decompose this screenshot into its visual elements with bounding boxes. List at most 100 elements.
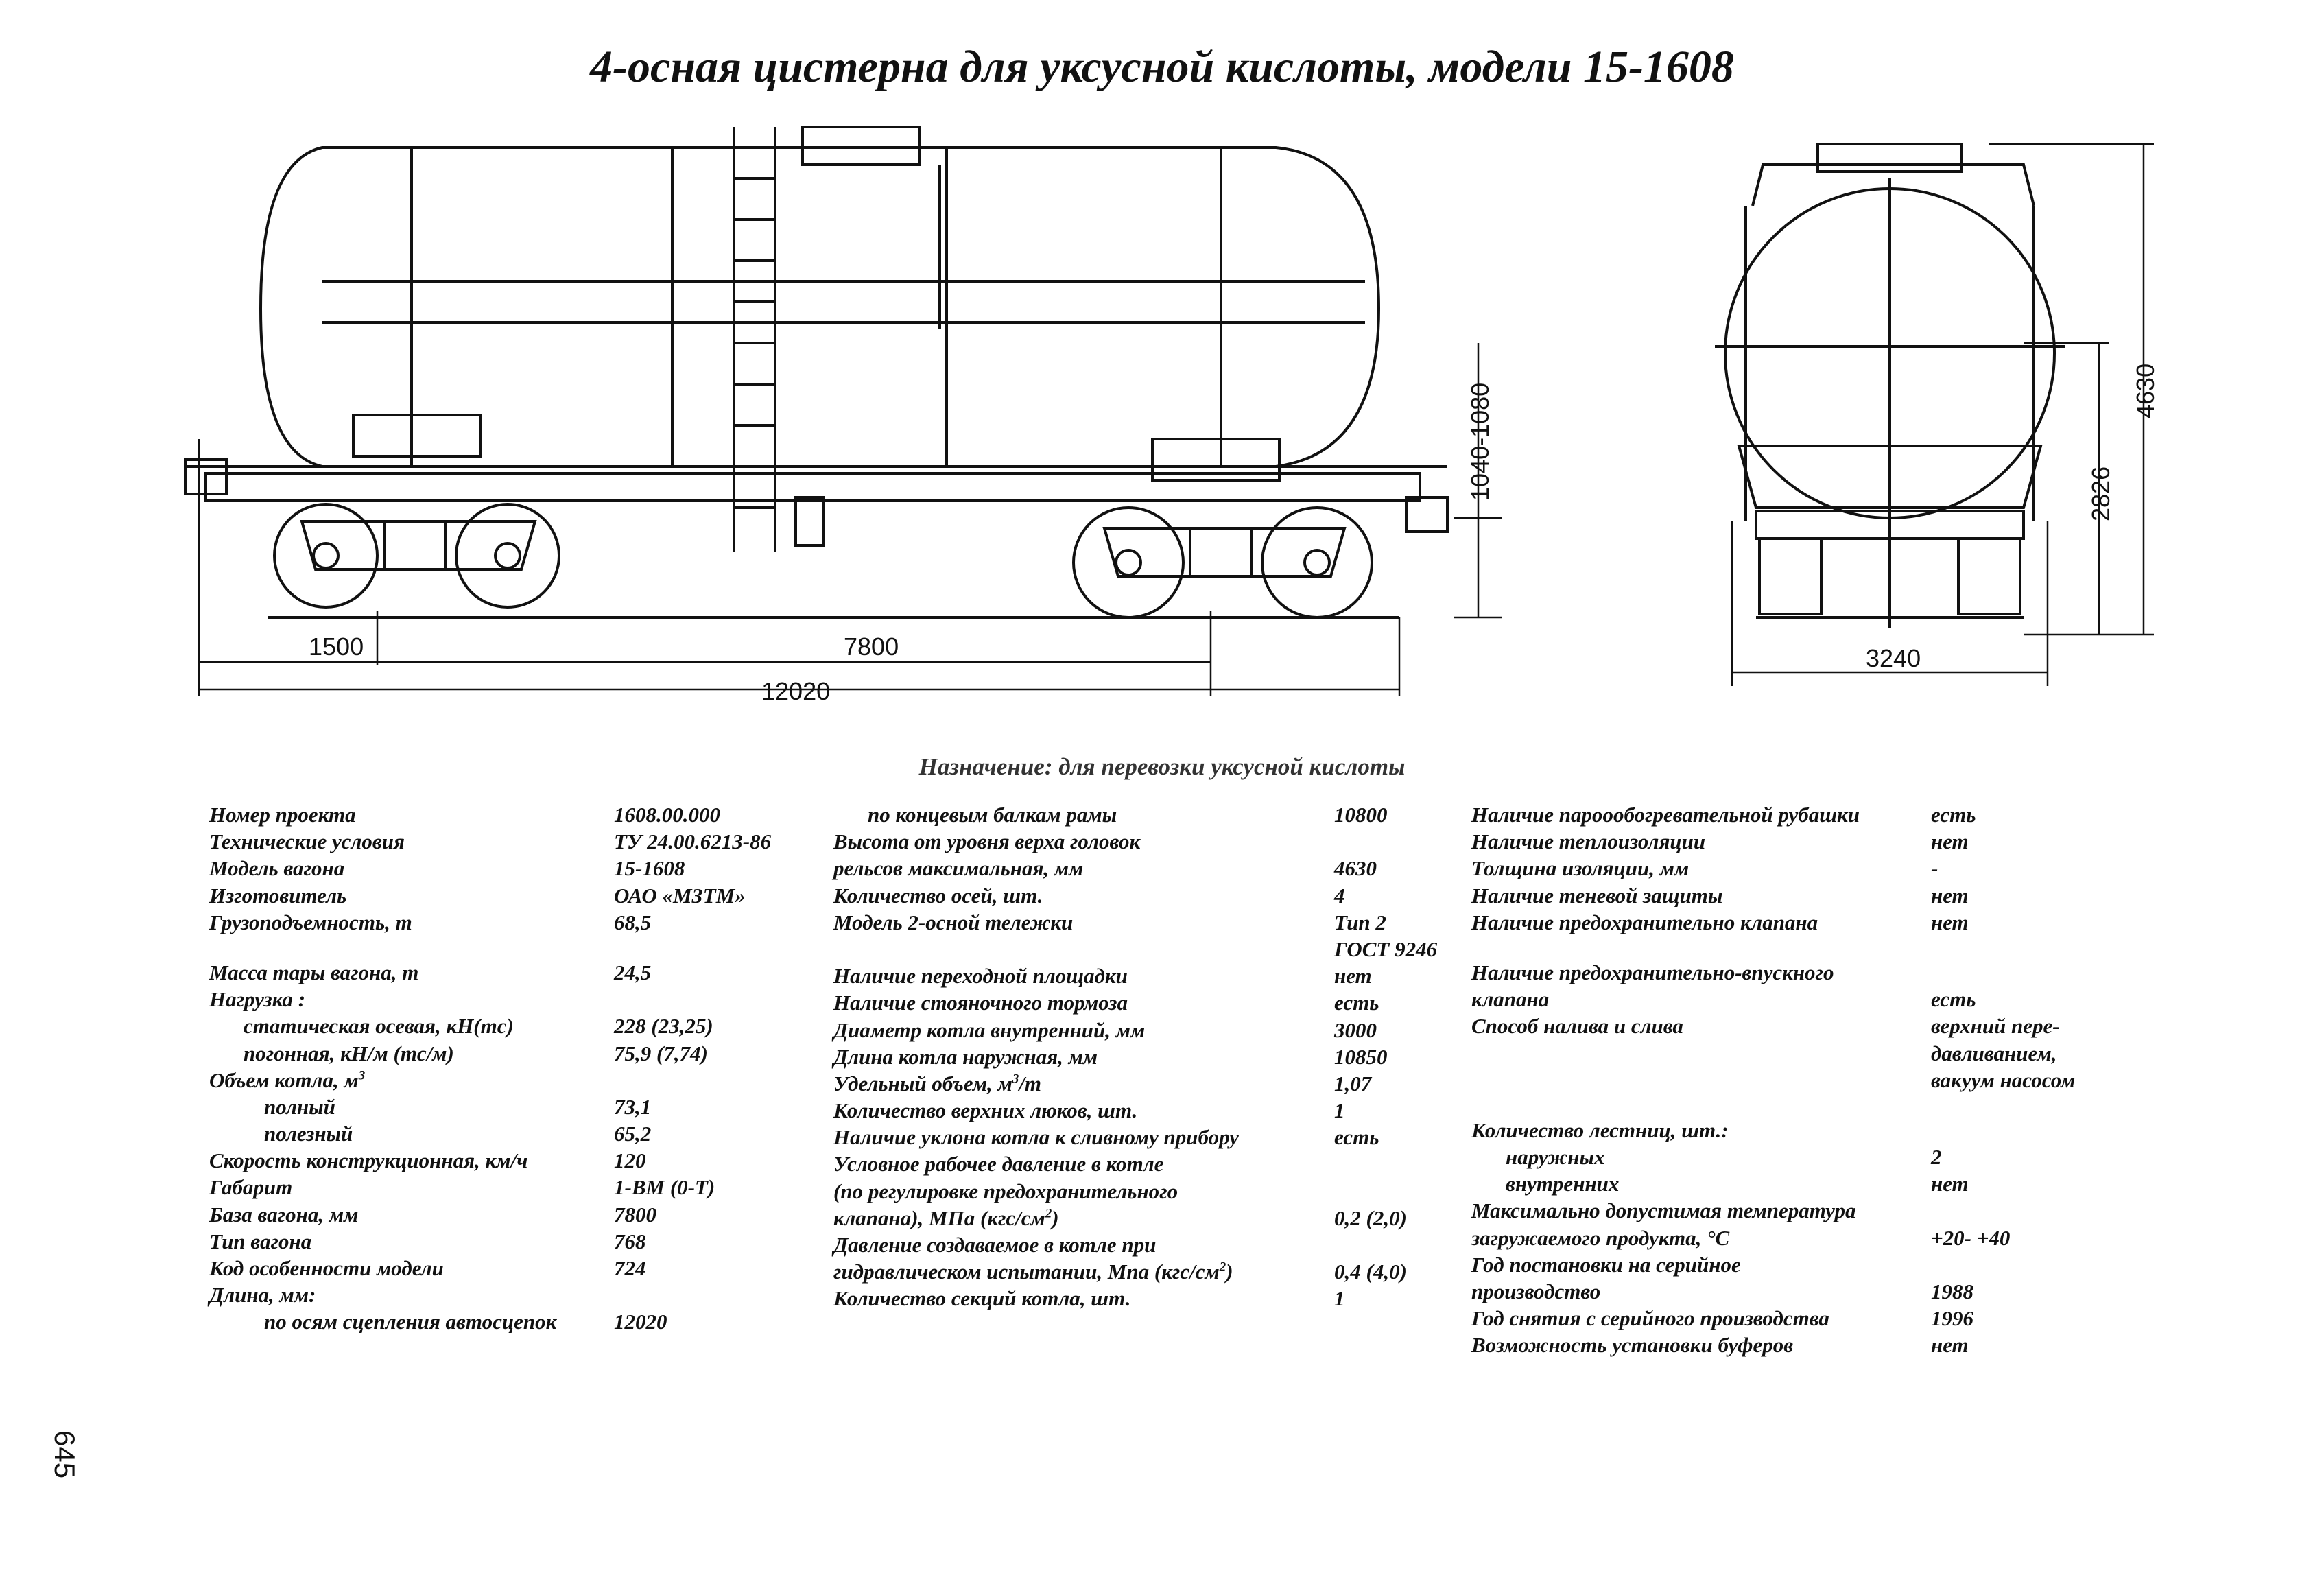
spec-label: Давление создаваемое в котле при <box>833 1233 1157 1257</box>
spec-value: 768 <box>614 1229 646 1253</box>
spec-label: внутренних <box>1506 1172 1620 1196</box>
superscript: 2 <box>1219 1260 1226 1275</box>
spec-row: Номер проекта 1608.00.000 <box>209 803 758 829</box>
spec-value: - <box>1931 856 1938 881</box>
spec-label: (по регулировке предохранительного <box>833 1179 1178 1203</box>
spec-value: 1608.00.000 <box>614 803 720 827</box>
spec-row: Наличие теплоизоляции нет <box>1471 829 2116 856</box>
spec-value: нет <box>1931 910 1969 934</box>
spec-row: База вагона, мм 7800 <box>209 1203 758 1229</box>
spec-label: Код особенности модели <box>209 1256 444 1280</box>
spec-label: по концевым балкам рамы <box>868 803 1117 827</box>
spec-value: нет <box>1931 829 1969 854</box>
spec-label: Объем котла, м3 <box>209 1067 366 1092</box>
spec-value: 10800 <box>1334 803 1388 827</box>
spec-label: Условное рабочее давление в котле <box>833 1152 1164 1177</box>
spec-label: Количество секций котла, шт. <box>833 1286 1131 1311</box>
spec-row: производство 1988 <box>1471 1279 2116 1306</box>
spec-label: Длина, мм: <box>209 1283 316 1308</box>
spec-row: Удельный объем, м3/т 1,07 <box>833 1072 1430 1098</box>
spec-row: Количество секций котла, шт. 1 <box>833 1286 1430 1313</box>
spec-value: нет <box>1931 1333 1969 1358</box>
spec-label: Количество верхних люков, шт. <box>833 1098 1138 1123</box>
spec-row: Длина, мм: <box>209 1283 758 1310</box>
spec-label: Диаметр котла внутренний, мм <box>833 1017 1146 1042</box>
spec-label: Изготовитель <box>209 883 347 908</box>
spec-label: Максимально допустимая температура <box>1471 1198 1856 1223</box>
spec-label: гидравлическом испытании, Мпа (кгс/см2) <box>833 1260 1233 1284</box>
spec-row: Давление создаваемое в котле при <box>833 1233 1430 1260</box>
side-view-tank <box>259 146 1381 482</box>
spec-value: 12020 <box>614 1310 667 1334</box>
spec-label: Удельный объем, м3/т <box>833 1071 1042 1096</box>
superscript: 3 <box>358 1068 366 1083</box>
spec-label: Тип вагона <box>209 1229 312 1253</box>
spec-row: Количество осей, шт. 4 <box>833 884 1430 910</box>
spec-value: +20- +40 <box>1931 1225 2011 1250</box>
spec-label: Нагрузка : <box>209 987 306 1012</box>
spec-label: Наличие предохранительно-впускного <box>1471 960 1834 984</box>
spec-value: 228 (23,25) <box>614 1014 713 1039</box>
superscript: 2 <box>1045 1206 1052 1221</box>
spec-value: 24,5 <box>614 960 652 984</box>
spec-value: 1988 <box>1931 1279 1973 1303</box>
spec-value: ГОСТ 9246 <box>1334 936 1438 961</box>
dim-4630: 4630 <box>2131 364 2159 418</box>
spec-label: Скорость конструкционная, км/ч <box>209 1148 528 1173</box>
spec-label: Наличие переходной площадки <box>833 964 1128 989</box>
spec-value: Тип 2 <box>1334 910 1386 934</box>
spec-value: 15-1608 <box>614 856 685 881</box>
spec-label: производство <box>1471 1279 1601 1303</box>
spec-row: Количество лестниц, шт.: <box>1471 1118 2116 1145</box>
spec-value: 4 <box>1334 883 1345 908</box>
spec-row: Толщина изоляции, мм- <box>1471 856 2116 883</box>
spec-row: Условное рабочее давление в котле <box>833 1152 1430 1179</box>
spec-label: Количество осей, шт. <box>833 883 1043 908</box>
spec-row: Наличие предохранительно клапана нет <box>1471 910 2116 937</box>
spec-value: 10850 <box>1334 1044 1388 1069</box>
spec-label: Наличие теплоизоляции <box>1471 829 1706 854</box>
spec-value: 7800 <box>614 1202 656 1227</box>
spec-value: 724 <box>614 1256 646 1280</box>
spec-row: статическая осевая, кН(тс) 228 (23,25) <box>209 1014 758 1041</box>
spec-label: рельсов максимальная, мм <box>833 856 1084 881</box>
spec-label: Номер проекта <box>209 803 356 827</box>
spec-label: загружаемого продукта, °С <box>1471 1225 1730 1250</box>
spec-row: ГОСТ 9246 <box>833 937 1437 964</box>
dim-3240: 3240 <box>1866 644 1921 672</box>
spec-label: Наличие предохранительно клапана <box>1471 910 1818 934</box>
ladder-and-dome <box>733 126 941 552</box>
spec-label: Наличие стояночного тормоза <box>833 991 1128 1015</box>
spec-row: вакуум насосом <box>1471 1068 2116 1095</box>
spec-value: 1 <box>1334 1286 1345 1311</box>
spec-value: давливанием, <box>1931 1041 2057 1065</box>
spec-row: Нагрузка : <box>209 987 758 1014</box>
spec-value: 0,4 (4,0) <box>1334 1260 1407 1284</box>
spec-value: верхний пере- <box>1931 1014 2060 1039</box>
label-tail: ) <box>1052 1205 1059 1230</box>
spec-value: 1,07 <box>1334 1071 1372 1096</box>
spec-row: Год постановки на серийное <box>1471 1253 2116 1279</box>
spec-value: 4630 <box>1334 856 1377 881</box>
dim-2826: 2826 <box>2087 466 2115 521</box>
spec-label: наружных <box>1506 1145 1605 1170</box>
spec-label: Модель вагона <box>209 856 345 881</box>
spec-value: ТУ 24.00.6213-86 <box>614 829 772 854</box>
spec-label: База вагона, мм <box>209 1202 359 1227</box>
spec-label: Грузоподъемность, т <box>209 910 412 934</box>
technical-drawing: 1500 7800 12020 1040-1080 3240 4630 2826 <box>184 126 2159 705</box>
spec-label: статическая осевая, кН(тс) <box>244 1014 514 1039</box>
dim-1500: 1500 <box>309 633 364 661</box>
front-dimensions <box>1731 143 2154 686</box>
spec-label: клапана), МПа (кгс/см2) <box>833 1205 1059 1230</box>
